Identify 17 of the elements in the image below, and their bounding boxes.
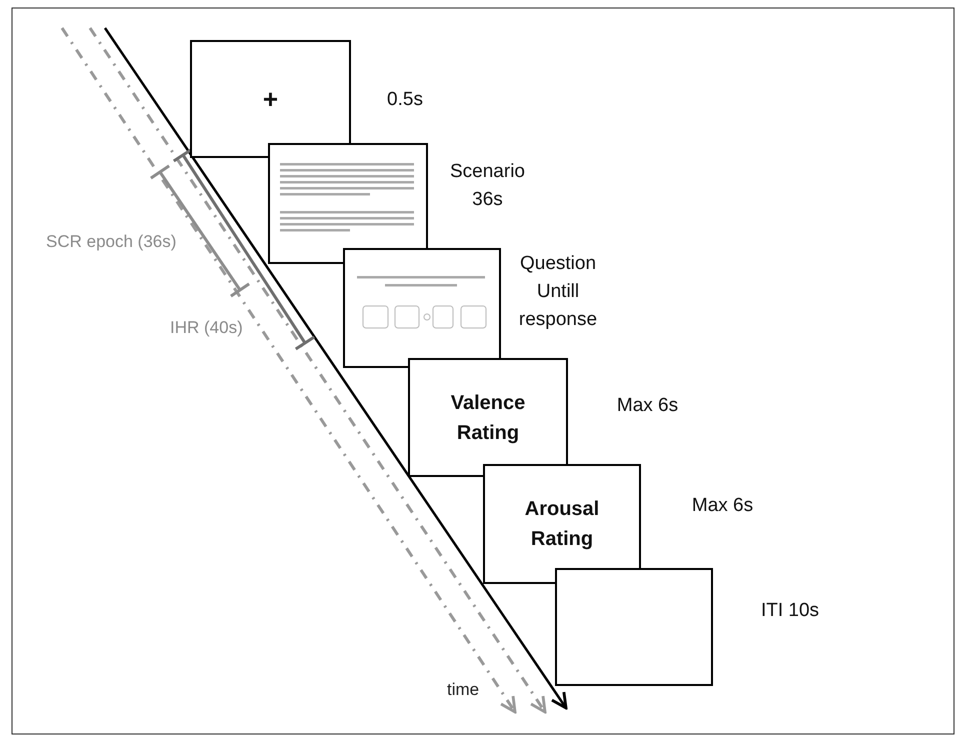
screen-text: Valence Rating	[450, 390, 526, 446]
screen-box	[190, 40, 351, 158]
screen-text: Arousal Rating	[524, 497, 600, 552]
screen-box	[408, 358, 568, 477]
duration-label: 0.5s	[386, 88, 424, 112]
screen-box	[343, 248, 501, 368]
screen-box	[268, 143, 428, 264]
epoch-label: SCR epoch (36s)	[46, 232, 176, 252]
screen-box	[555, 568, 713, 686]
screen-box	[483, 464, 641, 584]
duration-label: Question Untill response	[518, 252, 598, 332]
duration-label: ITI 10s	[760, 599, 820, 623]
duration-label: Max 6s	[616, 394, 680, 418]
duration-label: Scenario 36s	[449, 160, 526, 212]
epoch-label: IHR (40s)	[170, 318, 243, 338]
fixation-cross: +	[262, 84, 278, 114]
duration-label: Max 6s	[690, 494, 754, 518]
